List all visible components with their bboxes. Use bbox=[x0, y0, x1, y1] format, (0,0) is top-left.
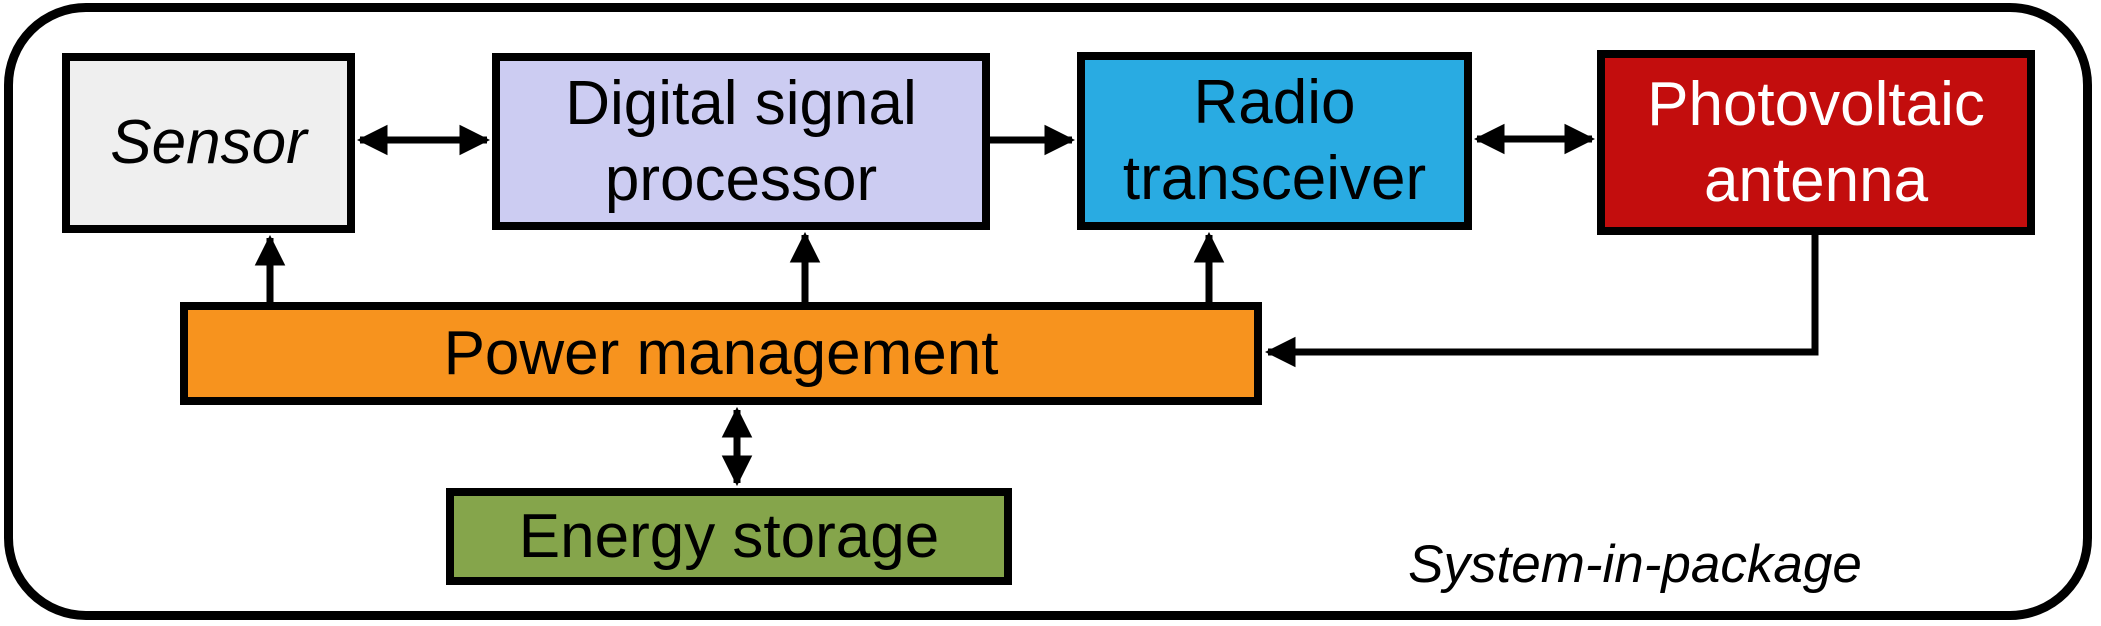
radio-transceiver-block: Radio transceiver bbox=[1077, 52, 1472, 230]
energy-storage-block: Energy storage bbox=[446, 488, 1012, 585]
power-management-label: Power management bbox=[443, 318, 999, 388]
sensor-block: Sensor bbox=[62, 53, 355, 233]
radio-transceiver-label: Radio transceiver bbox=[1122, 68, 1427, 213]
arrow-pv-to-power-elbow bbox=[1264, 232, 1819, 368]
digital-signal-processor-block: Digital signal processor bbox=[492, 53, 990, 230]
package-title: System-in-package bbox=[1408, 535, 1862, 594]
power-management-block: Power management bbox=[180, 302, 1262, 405]
digital-signal-processor-label: Digital signal processor bbox=[565, 68, 917, 214]
package-boundary bbox=[4, 3, 2092, 620]
photovoltaic-antenna-label: Photovoltaic antenna bbox=[1647, 69, 1985, 215]
energy-storage-label: Energy storage bbox=[518, 501, 940, 571]
sensor-label: Sensor bbox=[110, 108, 307, 178]
photovoltaic-antenna-block: Photovoltaic antenna bbox=[1597, 50, 2035, 235]
